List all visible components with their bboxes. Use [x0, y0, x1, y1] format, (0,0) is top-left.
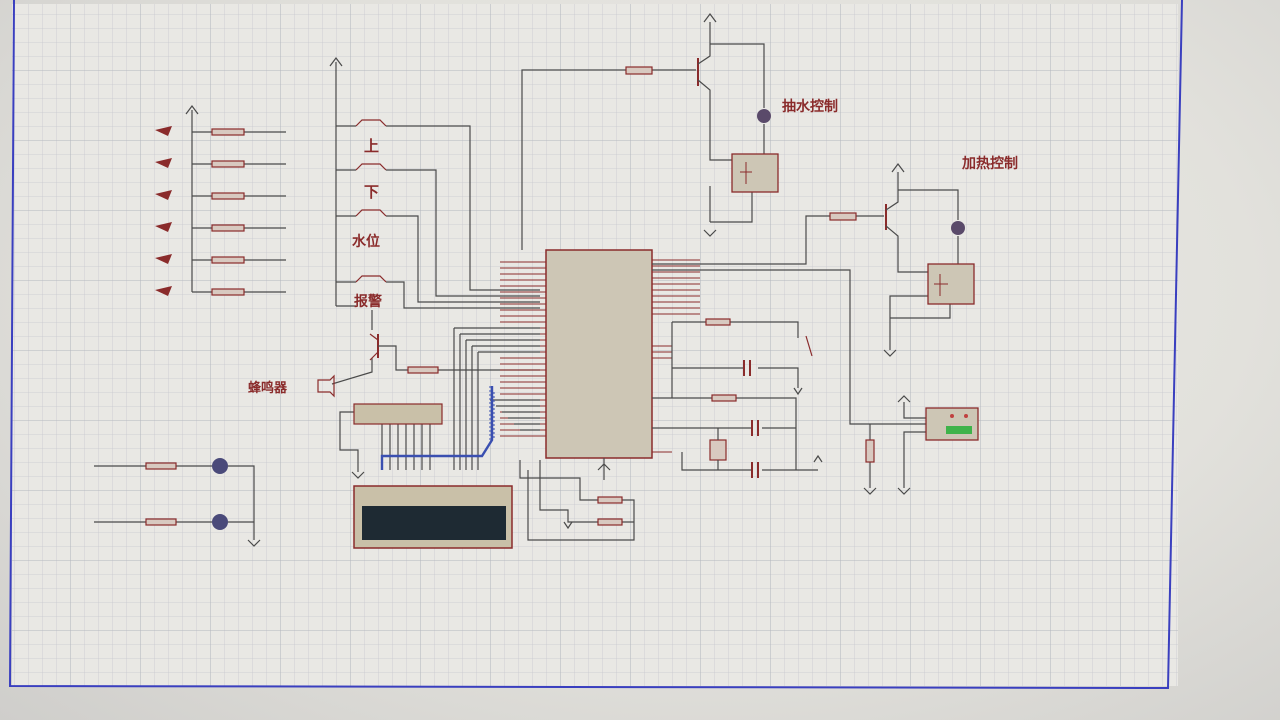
input-resistor-bank: [185, 105, 286, 296]
heater-control-circuit: [652, 163, 959, 357]
mcu-chip: [545, 249, 653, 459]
resistor-icon: [711, 394, 737, 402]
indicator-led-icon: [212, 514, 228, 530]
resistor-icon: [597, 496, 623, 504]
crystal-icon: [709, 439, 727, 461]
resistor-icon: [211, 288, 245, 296]
relay-icon: [731, 153, 779, 193]
resistor-icon: [211, 128, 245, 136]
push-button-icon: [355, 163, 387, 171]
relay-coil: [934, 274, 948, 296]
power-dot-icon: [757, 109, 771, 123]
bank-row: [192, 128, 286, 136]
resistor-icon: [145, 462, 177, 470]
led-icon: [155, 190, 172, 200]
btn-down-label: 下: [364, 183, 379, 201]
led-icon: [155, 286, 172, 296]
indicator-led-icon: [212, 458, 228, 474]
lcd-screen: [362, 506, 506, 540]
bank-row: [192, 288, 286, 296]
data-bus-ticks: [489, 386, 495, 440]
power-arrow-icon: [813, 454, 823, 463]
ground-icon: [563, 521, 573, 530]
bank-row: [192, 256, 286, 264]
reset-switch-icon: [805, 335, 813, 357]
bank-row: [192, 160, 286, 168]
ground-icon: [793, 387, 803, 396]
sheet-border: [8, 0, 1183, 690]
btn-level-label: 水位: [352, 233, 380, 250]
btn-up-label: 上: [364, 137, 379, 155]
sensor-screen: [946, 426, 972, 434]
lcd-wiring: [339, 327, 635, 541]
buzzer-icon: [317, 374, 335, 398]
resistor-icon: [211, 224, 245, 232]
resistor-icon: [705, 318, 731, 326]
clock-reset-circuit: [652, 318, 823, 478]
ground-icon: [351, 471, 365, 479]
buzzer-driver: [317, 310, 540, 398]
led-icon: [155, 158, 172, 168]
sensor-pin: [950, 414, 954, 418]
capacitor-icon: [743, 360, 751, 376]
data-bus: [380, 386, 494, 470]
power-arrow-icon: [185, 105, 199, 115]
relay-coil: [740, 162, 752, 184]
sensor-module: [652, 269, 926, 495]
resistor-icon: [407, 366, 439, 374]
bank-row: [192, 224, 286, 232]
lcd-connector: [353, 403, 443, 425]
resistor-icon: [211, 192, 245, 200]
ground-icon: [883, 349, 897, 357]
push-button-icon: [355, 275, 387, 283]
resistor-icon: [145, 518, 177, 526]
resistor-icon: [865, 439, 875, 463]
led-icon: [155, 126, 172, 136]
led-icon: [155, 222, 172, 232]
push-button-icon: [355, 119, 387, 127]
resistor-icon: [211, 256, 245, 264]
btn-alarm-label: 报警: [354, 293, 382, 310]
resistor-icon: [597, 518, 623, 526]
resistor-icon: [211, 160, 245, 168]
power-arrow-icon: [891, 163, 905, 173]
button-column: [329, 57, 540, 309]
sensor-pin: [964, 414, 968, 418]
resistor-icon: [625, 66, 653, 75]
capacitor-icon: [751, 420, 759, 436]
buzzer-label: 蜂鸣器: [248, 380, 288, 396]
ground-icon: [247, 539, 261, 547]
bank-row: [192, 192, 286, 200]
power-arrow-icon: [703, 13, 717, 23]
temperature-sensor: [925, 407, 979, 441]
resistor-icon: [829, 212, 857, 221]
power-dot-icon: [951, 221, 965, 235]
led-column: [155, 126, 172, 296]
led-icon: [155, 254, 172, 264]
heater-control-label: 加热控制: [961, 155, 1018, 172]
capacitor-icon: [751, 462, 759, 478]
power-arrow-icon: [329, 57, 343, 67]
ground-icon: [703, 229, 717, 237]
microcontroller: [500, 249, 700, 459]
indicator-leds: [94, 462, 261, 547]
pump-control-label: 抽水控制: [782, 98, 838, 115]
push-button-icon: [355, 209, 387, 217]
